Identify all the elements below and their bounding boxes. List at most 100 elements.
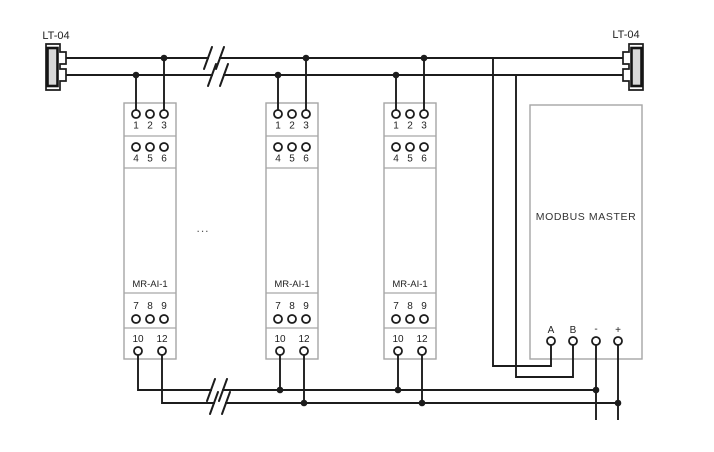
terminal-label-7: 7 (275, 301, 281, 312)
wire-bus-to-terminal-a (492, 58, 552, 367)
junction-dot (614, 399, 622, 407)
power-bus-bottom (137, 355, 618, 415)
terminal-port-minus (591, 336, 601, 346)
terminal-label-1: 1 (393, 121, 399, 132)
modbus-master: MODBUS MASTER (529, 104, 643, 360)
terminal-label-12: 12 (298, 334, 310, 345)
terminal-label-1: 1 (133, 121, 139, 132)
terminator-resistor (630, 46, 643, 88)
master-label: MODBUS MASTER (536, 211, 637, 223)
terminal-port-3 (159, 109, 169, 119)
terminal-port-7 (391, 314, 401, 324)
rs485-bus-top (66, 46, 623, 87)
terminal-label-3: 3 (421, 121, 427, 132)
terminator-left-label: LT-04 (42, 30, 69, 42)
terminal-label-5: 5 (289, 154, 295, 165)
terminal-label-3: 3 (303, 121, 309, 132)
terminal-label-2: 2 (289, 121, 295, 132)
terminal-port-12 (417, 346, 427, 356)
terminal-port-2 (145, 109, 155, 119)
terminal-port-7 (273, 314, 283, 324)
terminal-port-7 (131, 314, 141, 324)
terminal-label-2: 2 (407, 121, 413, 132)
junction-dot (420, 54, 428, 62)
terminal-port-8 (145, 314, 155, 324)
terminal-label-9: 9 (161, 301, 167, 312)
terminal-port-1 (131, 109, 141, 119)
junction-dot (160, 54, 168, 62)
terminal-label-10: 10 (274, 334, 286, 345)
junction-dot (276, 386, 284, 394)
junction-dots (132, 54, 622, 407)
terminal-label-8: 8 (289, 301, 295, 312)
terminal-label-8: 8 (147, 301, 153, 312)
terminal-port-10 (133, 346, 143, 356)
terminal-label-1: 1 (275, 121, 281, 132)
terminal-port-5 (287, 142, 297, 152)
break-mark (203, 46, 213, 70)
terminal-label-7: 7 (133, 301, 139, 312)
terminal-label-6: 6 (421, 154, 427, 165)
terminal-port-2 (287, 109, 297, 119)
module-name-label: MR-AI-1 (274, 279, 309, 290)
terminal-port-10 (393, 346, 403, 356)
terminal-label-12: 12 (416, 334, 428, 345)
terminal-port-4 (273, 142, 283, 152)
break-mark (221, 391, 231, 415)
module-name-label: MR-AI-1 (132, 279, 167, 290)
break-mark (215, 46, 225, 70)
terminal-port-plus (613, 336, 623, 346)
terminal-label-7: 7 (393, 301, 399, 312)
break-mark (207, 63, 217, 87)
terminal-label-4: 4 (393, 154, 399, 165)
terminal-port-1 (391, 109, 401, 119)
junction-dot (592, 386, 600, 394)
terminal-label-4: 4 (133, 154, 139, 165)
terminal-label-12: 12 (156, 334, 168, 345)
terminator-left: LT-04 (42, 30, 70, 91)
terminal-port-8 (287, 314, 297, 324)
master-ports: A B - + (546, 324, 623, 346)
terminal-port-8 (405, 314, 415, 324)
terminal-label-10: 10 (132, 334, 144, 345)
terminal-port-2 (405, 109, 415, 119)
terminal-port-12 (157, 346, 167, 356)
module-1-ports: 1 2 3 4 5 6 MR-AI-1 7 8 9 10 12 (131, 109, 169, 356)
terminal-label-a: A (548, 325, 555, 336)
terminal-port-12 (299, 346, 309, 356)
master-body (529, 104, 643, 360)
terminal-port-1 (273, 109, 283, 119)
junction-dot (132, 71, 140, 79)
terminal-label-4: 4 (275, 154, 281, 165)
terminal-label-minus: - (594, 324, 597, 335)
terminal-port-9 (419, 314, 429, 324)
terminal-port-6 (419, 142, 429, 152)
junction-dot (394, 386, 402, 394)
terminator-right: LT-04 (612, 29, 644, 91)
terminal-label-10: 10 (392, 334, 404, 345)
terminal-label-8: 8 (407, 301, 413, 312)
module-name-label: MR-AI-1 (392, 279, 427, 290)
bus-wire-minus (137, 355, 596, 391)
terminal-port-b (568, 336, 578, 346)
terminal-label-6: 6 (161, 154, 167, 165)
terminal-label-2: 2 (147, 121, 153, 132)
terminal-label-5: 5 (407, 154, 413, 165)
terminal-label-3: 3 (161, 121, 167, 132)
terminal-label-9: 9 (303, 301, 309, 312)
terminator-right-label: LT-04 (612, 29, 639, 41)
terminal-port-6 (159, 142, 169, 152)
terminal-port-4 (391, 142, 401, 152)
terminal-port-5 (145, 142, 155, 152)
terminal-label-9: 9 (421, 301, 427, 312)
junction-dot (300, 399, 308, 407)
junction-dot (418, 399, 426, 407)
terminal-port-10 (275, 346, 285, 356)
terminal-port-9 (301, 314, 311, 324)
master-wires (492, 58, 619, 420)
junction-dot (274, 71, 282, 79)
more-modules-ellipsis: ... (196, 221, 209, 235)
bus-wire-plus (161, 355, 618, 404)
